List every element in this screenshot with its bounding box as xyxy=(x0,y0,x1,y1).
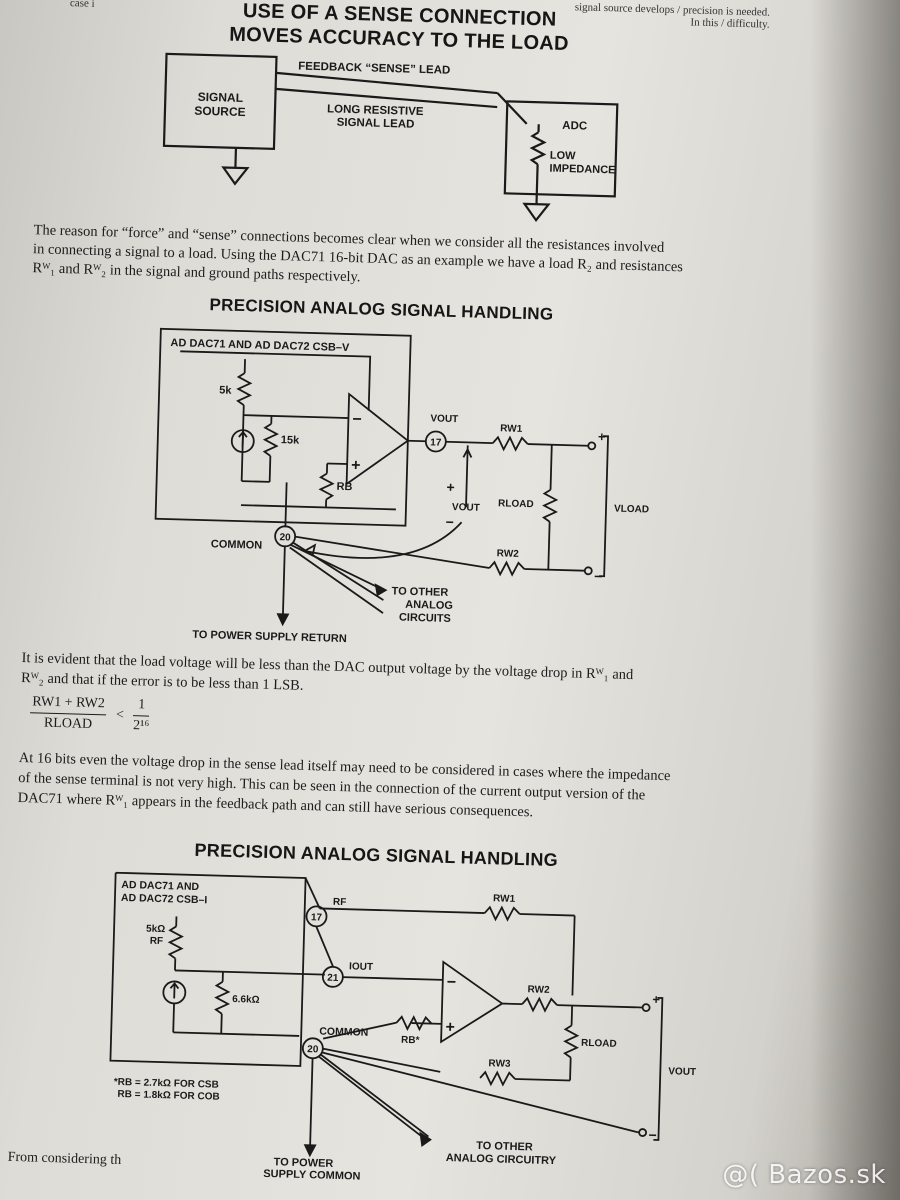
feedback-sense-lead-label: FEEDBACK “SENSE” LEAD xyxy=(298,61,450,77)
common-label: COMMON xyxy=(319,1025,368,1038)
dac-box xyxy=(154,327,412,527)
terminal-minus: − xyxy=(648,1127,657,1143)
watermark: @( Bazos.sk xyxy=(722,1160,886,1190)
pin-21-label: 21 xyxy=(327,973,339,984)
signal-source-label-1: SIGNAL xyxy=(197,90,243,105)
to-power-supply-return: TO POWER SUPPLY RETURN xyxy=(192,629,347,645)
lsb-formula: RW1 + RW2 RLOAD < 1 2¹⁶ xyxy=(30,694,151,734)
formula-relation: < xyxy=(115,707,125,723)
vload-label: VLOAD xyxy=(614,504,649,516)
fig3-diagram: AD DAC71 AND AD DAC72 CSB–I 5kΩ RF 6.6kΩ… xyxy=(109,871,696,1183)
rf-left-label: RF xyxy=(150,936,164,947)
pin-20-label: 20 xyxy=(279,532,291,543)
corner-text-left: case i xyxy=(69,0,95,10)
fig2-diagram: AD DAC71 AND AD DAC72 CSB–V 5k 15k RB − … xyxy=(154,327,649,645)
to-other-2: ANALOG CIRCUITRY xyxy=(446,1152,557,1167)
signal-source-label-2: SOURCE xyxy=(194,104,246,119)
terminal-plus: + xyxy=(598,429,606,444)
rb-note-2: RB = 1.8kΩ FOR COB xyxy=(117,1089,219,1103)
rw1-label: RW1 xyxy=(500,423,523,435)
box-label-1: AD DAC71 AND xyxy=(121,879,200,893)
terminal-minus: − xyxy=(594,568,603,584)
formula-denominator: RLOAD xyxy=(43,715,93,733)
rw3-label: RW3 xyxy=(488,1058,511,1070)
to-other-2: ANALOG xyxy=(405,599,453,612)
dac-box-label: AD DAC71 AND AD DAC72 CSB–V xyxy=(170,337,350,354)
iout-label: IOUT xyxy=(349,961,373,973)
rw1-label: RW1 xyxy=(493,893,516,905)
op-amp-icon xyxy=(345,392,410,486)
rw2-label: RW2 xyxy=(527,984,550,996)
rf-label: RF xyxy=(333,897,347,908)
formula-rhs-num: 1 xyxy=(133,697,151,717)
long-resistive-label-1: LONG RESISTIVE xyxy=(327,103,424,118)
page-content: case i signal source develops / precisio… xyxy=(7,0,770,1183)
r15k-label: 15k xyxy=(281,434,301,447)
pin-20-label: 20 xyxy=(307,1044,319,1055)
adc-box xyxy=(503,100,619,198)
vout-arrow-plus: + xyxy=(446,479,455,495)
to-power-1: TO POWER xyxy=(273,1156,333,1170)
vout-arrow-minus: − xyxy=(445,514,454,530)
long-resistive-label-2: SIGNAL LEAD xyxy=(337,117,415,131)
dac-box-fig3 xyxy=(109,871,307,1067)
r5k-label: 5kΩ xyxy=(146,924,165,936)
opamp-minus: − xyxy=(446,974,456,991)
opamp-plus: + xyxy=(445,1019,455,1036)
vout-arrow-label: VOUT xyxy=(452,502,480,514)
op-amp-icon xyxy=(440,960,504,1044)
rload-label: RLOAD xyxy=(498,498,534,510)
opamp-minus: − xyxy=(352,411,362,428)
opamp-plus: + xyxy=(351,457,361,474)
low-impedance-label-2: IMPEDANCE xyxy=(549,163,615,177)
rb-note-1: *RB = 2.7kΩ FOR CSB xyxy=(114,1077,219,1091)
low-impedance-label-1: LOW xyxy=(550,150,577,163)
current-source-icon xyxy=(230,429,255,454)
adc-label: ADC xyxy=(562,120,587,133)
rb-label: RB* xyxy=(401,1035,420,1047)
r5k-label: 5k xyxy=(219,384,232,396)
box-label-2: AD DAC72 CSB–I xyxy=(121,892,208,906)
pin-17-label: 17 xyxy=(430,437,442,448)
common-label: COMMON xyxy=(211,538,263,551)
r66k-label: 6.6kΩ xyxy=(232,994,260,1006)
foot-text: From considering th xyxy=(7,1149,122,1168)
to-other-3: CIRCUITS xyxy=(399,612,451,625)
fig1-diagram: SIGNAL SOURCE FEEDBACK “SENSE” LEAD LONG… xyxy=(162,52,619,223)
vout-pin-label: VOUT xyxy=(430,413,458,425)
formula-rhs-den: 2¹⁶ xyxy=(132,718,150,734)
page-edge-shadow xyxy=(810,0,900,1200)
terminal-plus: + xyxy=(652,992,660,1007)
signal-source-box xyxy=(162,52,278,150)
to-other-1: TO OTHER xyxy=(476,1140,533,1154)
vout-label: VOUT xyxy=(668,1066,696,1078)
rload-label: RLOAD xyxy=(581,1038,617,1050)
formula-lhs: RW1 + RW2 RLOAD xyxy=(30,694,108,733)
formula-numerator: RW1 + RW2 xyxy=(30,694,108,716)
to-other-1: TO OTHER xyxy=(391,585,448,599)
pin-17-label: 17 xyxy=(311,912,323,923)
to-power-2: SUPPLY COMMON xyxy=(263,1168,361,1183)
rb-label: RB xyxy=(336,481,352,493)
formula-rhs: 1 2¹⁶ xyxy=(132,697,151,734)
rw2-label: RW2 xyxy=(497,548,520,560)
